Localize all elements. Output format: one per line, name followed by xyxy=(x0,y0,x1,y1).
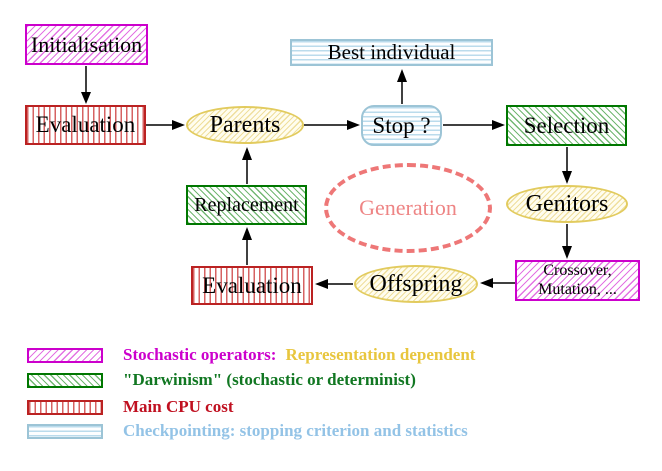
arrow-stop-to-best-individual xyxy=(397,69,407,104)
arrow-offspring-to-evaluation xyxy=(315,279,353,289)
node-offspring: Offspring xyxy=(354,265,478,303)
node-replacement: Replacement xyxy=(186,185,307,225)
legend-swatch-red-stripes xyxy=(27,399,103,415)
node-initialisation: Initialisation xyxy=(25,24,148,65)
node-stop-label: Stop ? xyxy=(372,112,431,138)
node-selection: Selection xyxy=(506,105,627,146)
node-best-individual-label: Best individual xyxy=(327,40,456,64)
node-evaluation-bottom-label: Evaluation xyxy=(202,272,302,298)
node-genitors: Genitors xyxy=(506,185,628,223)
legend-row-stochastic-operators: Stochastic operators: Representation dep… xyxy=(27,345,476,364)
arrow-evaluation-to-replacement xyxy=(242,227,252,265)
node-best-individual: Best individual xyxy=(290,39,493,66)
legend-swatch-magenta-hatch xyxy=(27,347,103,363)
legend-label-checkpointing: Checkpointing: stopping criterion and st… xyxy=(123,421,468,440)
legend-row-main-cpu-cost: Main CPU cost xyxy=(27,397,234,416)
node-generation-label: Generation xyxy=(359,195,457,220)
node-generation: Generation xyxy=(324,163,492,253)
arrow-initialisation-to-evaluation xyxy=(81,66,91,104)
legend-swatch-green-hatch xyxy=(27,372,103,388)
arrow-genitors-to-crossover xyxy=(562,224,572,259)
legend-row-darwinism: "Darwinism" (stochastic or determinist) xyxy=(27,370,416,389)
node-parents-label: Parents xyxy=(209,111,281,138)
arrow-selection-to-genitors xyxy=(562,147,572,184)
node-initialisation-label: Initialisation xyxy=(30,31,143,57)
node-replacement-label: Replacement xyxy=(194,193,299,216)
node-evaluation-top-label: Evaluation xyxy=(35,112,136,137)
node-evaluation-bottom: Evaluation xyxy=(191,266,313,305)
node-crossover-label-line2: Mutation, ... xyxy=(538,280,617,298)
arrow-parents-to-stop xyxy=(304,120,360,130)
node-parents: Parents xyxy=(186,106,304,144)
legend-row-checkpointing: Checkpointing: stopping criterion and st… xyxy=(27,421,468,440)
node-selection-label: Selection xyxy=(523,112,610,138)
arrow-evaluation-to-parents xyxy=(146,120,185,130)
legend-label-stochastic-operators: Stochastic operators: xyxy=(123,345,277,364)
legend-label-darwinism: "Darwinism" (stochastic or determinist) xyxy=(123,370,416,389)
arrow-crossover-to-offspring xyxy=(480,278,515,288)
node-genitors-label: Genitors xyxy=(525,190,609,217)
legend-label-main-cpu-cost: Main CPU cost xyxy=(123,397,234,416)
arrow-replacement-to-parents xyxy=(242,147,252,184)
arrow-stop-to-selection xyxy=(443,120,505,130)
node-evaluation-top: Evaluation xyxy=(25,105,146,145)
legend-swatch-cyan-stripes xyxy=(27,423,103,439)
node-crossover-mutation: Crossover, Mutation, ... xyxy=(515,260,640,301)
legend-label-representation-dependent: Representation dependent xyxy=(285,345,476,364)
node-crossover-label-line1: Crossover, xyxy=(543,262,612,280)
node-stop: Stop ? xyxy=(361,105,442,146)
node-offspring-label: Offspring xyxy=(369,270,463,297)
